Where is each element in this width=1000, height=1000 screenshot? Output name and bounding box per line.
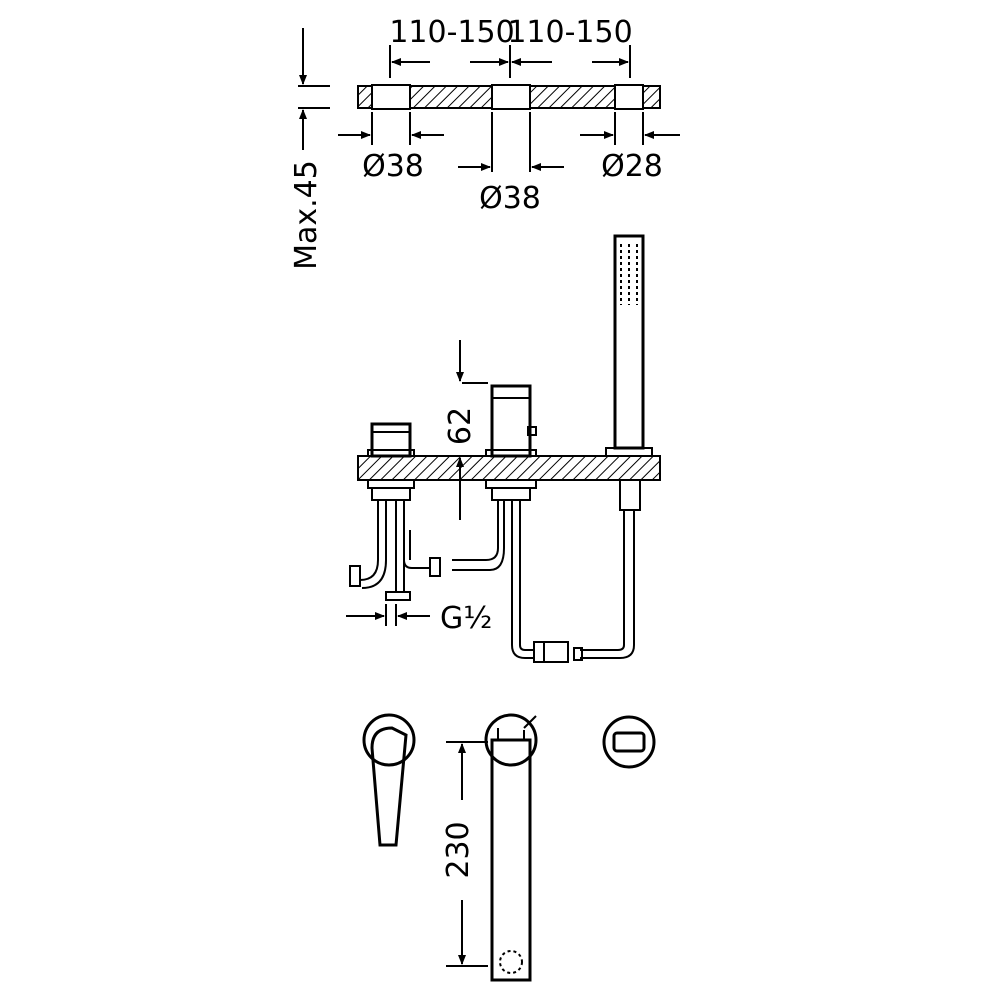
shower-holder: [602, 715, 656, 769]
inlet-connector: [385, 591, 411, 601]
hole-left: [371, 84, 411, 110]
lever-handle: [370, 726, 408, 847]
deck-section: [357, 455, 661, 481]
mixer-body: [490, 384, 532, 458]
dim-spout-height: 62: [443, 407, 478, 445]
spout: [490, 738, 532, 982]
hole-right: [614, 84, 644, 110]
side-elevation: 62 G½: [346, 234, 661, 663]
hand-shower: [613, 234, 645, 450]
dim-hole-center: Ø38: [479, 181, 541, 216]
plan-view: 230: [362, 713, 656, 982]
dim-spout-reach: 230: [441, 821, 476, 878]
deck-hole-layout: 110-150 110-150 Ø38 Ø38 Ø28 Max.45: [289, 15, 680, 270]
hole-center: [491, 84, 531, 110]
dim-hole-left: Ø38: [362, 149, 424, 184]
diverter-handle: [370, 422, 412, 458]
dim-spacing-left: 110-150: [389, 15, 514, 50]
dim-max-thickness: Max.45: [289, 160, 324, 270]
dim-inlet-thread: G½: [440, 601, 492, 636]
dim-hole-right: Ø28: [601, 149, 663, 184]
dim-spacing-right: 110-150: [507, 15, 632, 50]
